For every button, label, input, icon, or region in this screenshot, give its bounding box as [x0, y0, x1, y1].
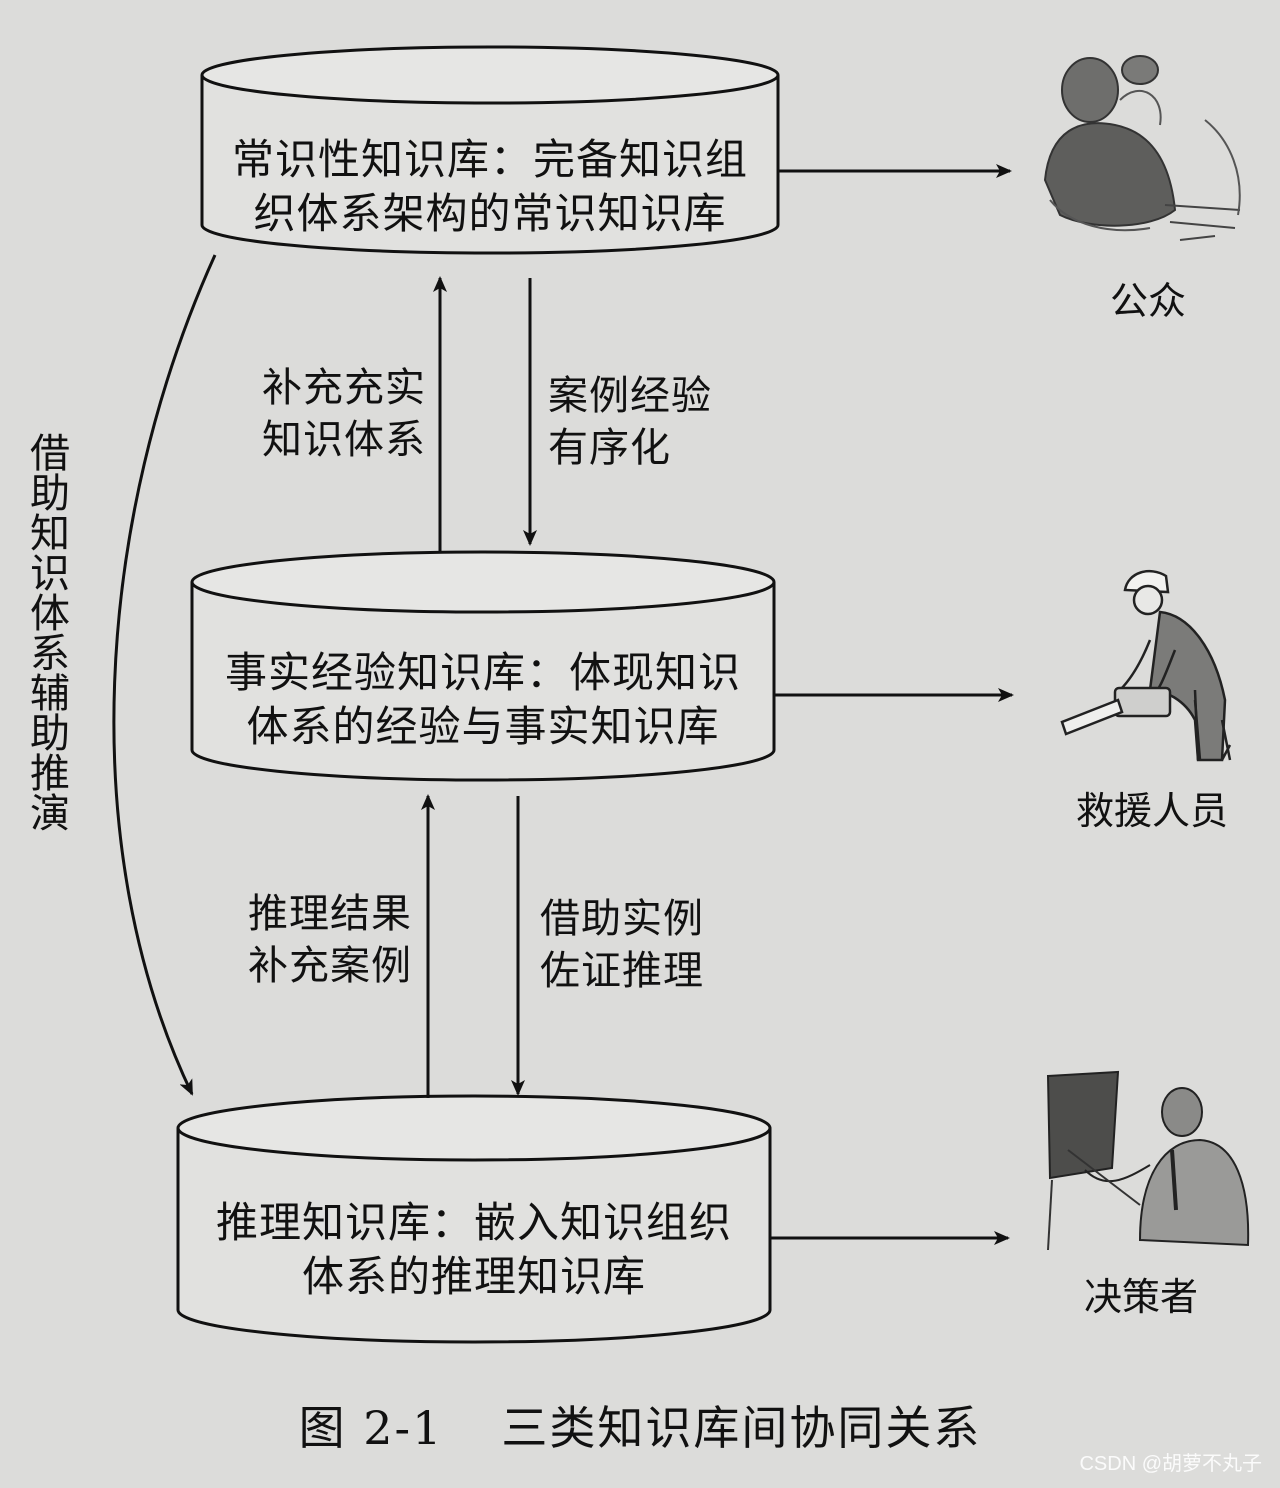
common-db-line-2: 织体系架构的常识知识库 — [253, 189, 727, 238]
watermark: CSDN @胡萝不丸子 — [1079, 1453, 1262, 1475]
public-person-illustration — [1043, 55, 1241, 241]
label-supplement-knowledge: 补充充实 知识体系 — [262, 362, 426, 466]
reasoning-knowledge-db: 推理知识库：嵌入知识组织 体系的推理知识库 — [196, 1196, 752, 1304]
common-knowledge-db-shape — [200, 45, 780, 255]
reasoning-db-line-2: 体系的推理知识库 — [301, 1252, 646, 1301]
label-reasoning-result: 推理结果 补充案例 — [248, 888, 412, 992]
label-case-line-2: 有序化 — [548, 425, 671, 471]
fact-knowledge-db: 事实经验知识库：体现知识 体系的经验与事实知识库 — [210, 646, 756, 754]
actor-decision-makers-label: 决策者 — [1083, 1275, 1198, 1319]
label-supplement-line-1: 补充充实 — [262, 365, 426, 411]
actor-public-label: 公众 — [1109, 279, 1186, 323]
label-result-line-1: 推理结果 — [248, 891, 412, 937]
reasoning-knowledge-db-shape — [176, 1094, 772, 1344]
common-knowledge-db: 常识性知识库：完备知识组 织体系架构的常识知识库 — [220, 133, 760, 241]
fact-db-line-1: 事实经验知识库：体现知识 — [224, 648, 741, 697]
arrow-side-curve — [112, 254, 217, 1096]
label-instance-line-1: 借助实例 — [540, 896, 704, 942]
figure-caption: 图 2-1 三类知识库间协同关系 — [0, 1398, 1280, 1458]
figure-number: 图 2-1 — [298, 1401, 444, 1455]
rescuer-illustration — [1060, 570, 1232, 762]
label-supplement-line-2: 知识体系 — [262, 417, 426, 463]
label-case-experience: 案例经验 有序化 — [548, 370, 712, 474]
label-result-line-2: 补充案例 — [248, 943, 412, 989]
figure-title: 三类知识库间协同关系 — [501, 1401, 982, 1455]
actor-rescuers-label: 救援人员 — [1075, 789, 1228, 833]
label-side-vertical: 借助知识体系辅助推演 — [23, 432, 69, 832]
common-db-line-1: 常识性知识库：完备知识组 — [231, 135, 748, 184]
label-case-line-1: 案例经验 — [548, 373, 712, 419]
decision-maker-illustration — [1046, 1070, 1250, 1251]
fact-db-line-2: 体系的经验与事实知识库 — [246, 702, 720, 751]
label-instance-line-2: 佐证推理 — [540, 948, 704, 994]
label-instance-evidence: 借助实例 佐证推理 — [540, 893, 704, 997]
fact-knowledge-db-shape — [190, 550, 776, 782]
reasoning-db-line-1: 推理知识库：嵌入知识组织 — [215, 1198, 732, 1247]
